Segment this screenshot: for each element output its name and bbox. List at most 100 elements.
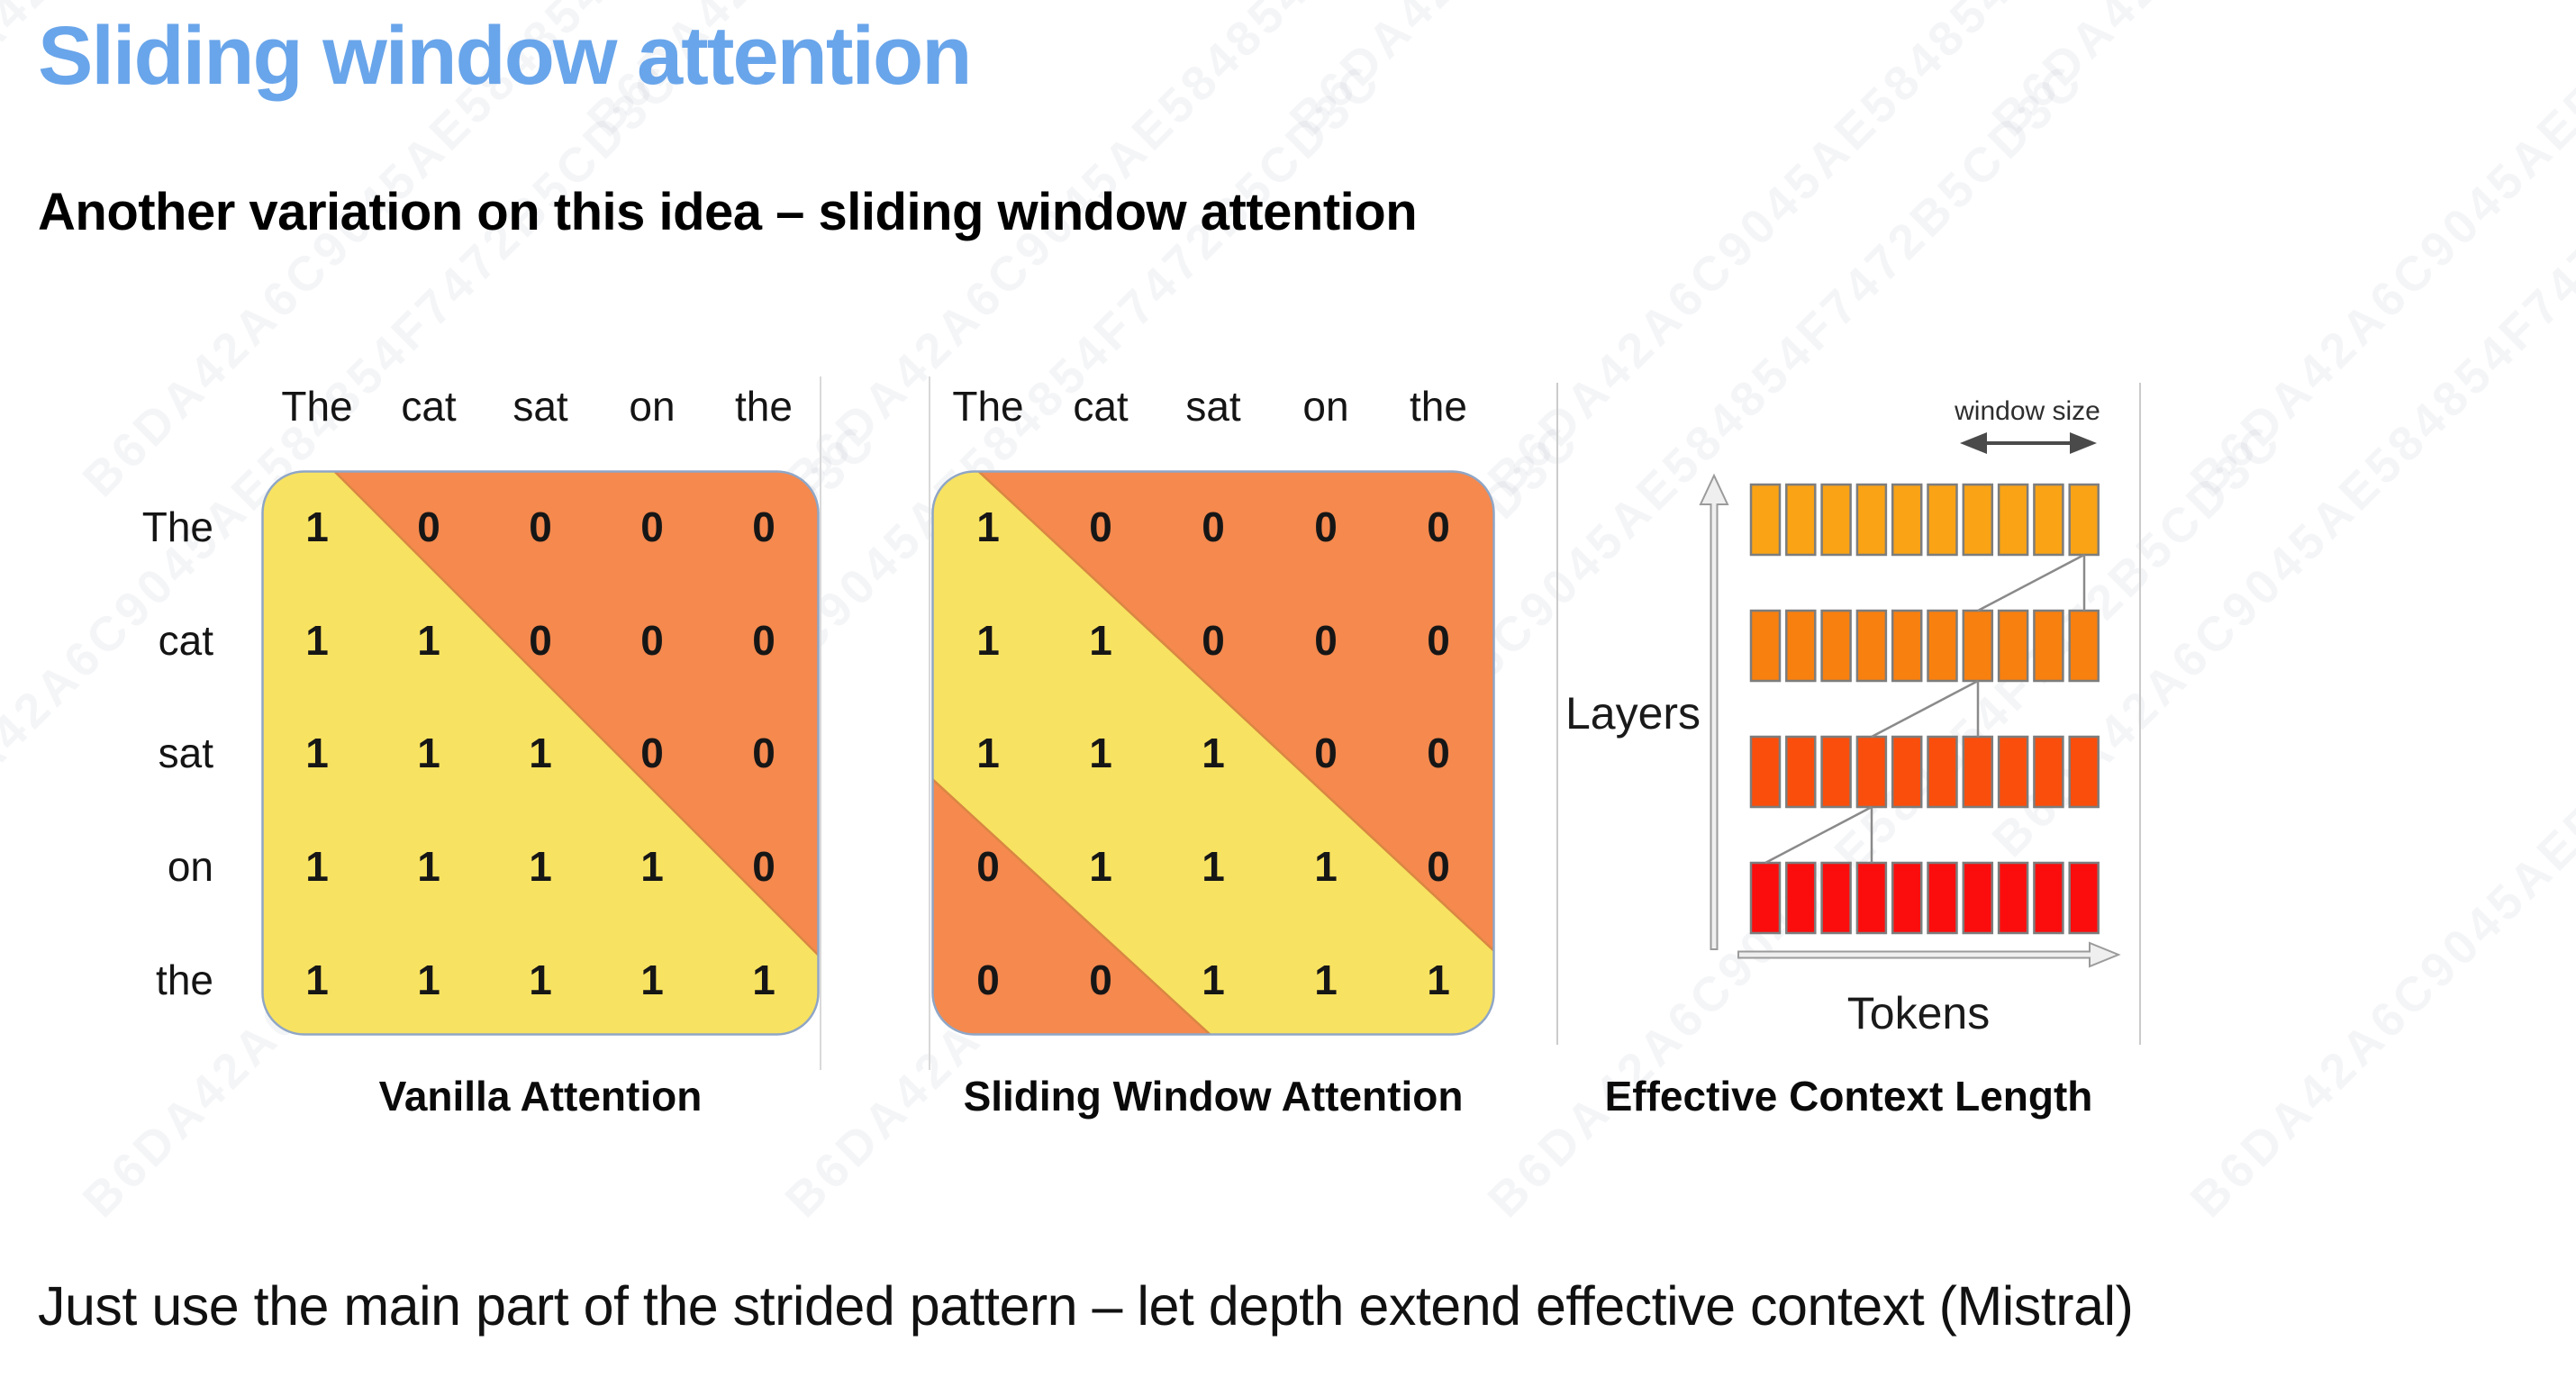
row-label: cat	[158, 617, 213, 664]
token-rect	[1997, 735, 2029, 809]
token-rect	[1820, 483, 1852, 557]
matrix-cell: 0	[640, 503, 664, 550]
matrix-cell: 0	[529, 617, 552, 664]
matrix-cell: 0	[1202, 503, 1225, 550]
watermark-text: B6DA42A6C9045AE584854F7472B5CD3C	[1279, 0, 2095, 148]
token-rect	[1927, 483, 1958, 557]
token-rect	[1997, 483, 2029, 557]
tokens-axis-label: Tokens	[1847, 988, 1990, 1038]
col-header: cat	[401, 383, 457, 430]
matrix-cell: 1	[1314, 956, 1338, 1003]
token-rect	[1997, 609, 2029, 683]
token-rect	[1820, 861, 1852, 935]
matrix-cell: 0	[1427, 617, 1450, 664]
panel-divider-2	[929, 376, 930, 1070]
col-header: The	[952, 383, 1024, 430]
slide-subtitle: Another variation on this idea – sliding…	[38, 183, 1418, 241]
token-rect	[2033, 483, 2064, 557]
matrix-cell: 0	[752, 617, 776, 664]
watermark-text: B6DA42A6C9045AE584854F7472B5CD3C	[1982, 0, 2576, 148]
token-rows	[1749, 483, 2100, 935]
token-rect	[1891, 861, 1923, 935]
col-header: on	[1302, 383, 1349, 430]
col-header: The	[281, 383, 353, 430]
token-rect	[1927, 609, 1958, 683]
matrix-cell: 1	[417, 843, 440, 890]
matrix-cell: 1	[305, 730, 329, 776]
token-rect	[1855, 861, 1888, 935]
matrix-cell: 1	[1314, 843, 1338, 890]
panel-divider-1	[820, 376, 821, 1070]
tokens-axis-arrow	[1737, 941, 2121, 968]
token-rect	[2068, 609, 2100, 683]
watermark-text: B6DA42A6C9045AE584854F7472B5CD3C	[2180, 412, 2576, 1228]
matrix-cell: 1	[976, 503, 1000, 550]
col-header: the	[1410, 383, 1467, 430]
matrix-cell: 0	[752, 503, 776, 550]
matrix-cell: 1	[305, 503, 329, 550]
matrix-cell: 1	[1202, 843, 1225, 890]
matrix-cell: 1	[640, 843, 664, 890]
layers-axis-arrow	[1699, 473, 1729, 950]
matrix-cell: 1	[1202, 730, 1225, 776]
col-header: on	[629, 383, 676, 430]
row-label: the	[156, 956, 213, 1003]
token-rect	[1855, 735, 1888, 809]
matrix-cell: 1	[529, 730, 552, 776]
matrix-cell: 0	[976, 956, 1000, 1003]
token-rect	[2033, 609, 2064, 683]
effective-context-caption: Effective Context Length	[1604, 1073, 2093, 1120]
token-rect	[1749, 609, 1782, 683]
matrix-cell: 0	[1427, 843, 1450, 890]
watermark-text: B6DA42A6C9045AE584854F7472B5CD3C	[2180, 0, 2576, 508]
matrix-cell: 0	[640, 730, 664, 776]
vanilla-caption: Vanilla Attention	[378, 1073, 703, 1120]
col-header: the	[735, 383, 793, 430]
token-rect	[1785, 735, 1817, 809]
row-label: sat	[158, 730, 213, 776]
matrix-cell: 0	[1427, 503, 1450, 550]
matrix-cell: 0	[1314, 503, 1338, 550]
row-label: on	[167, 843, 213, 890]
matrix-cell: 0	[1089, 503, 1112, 550]
matrix-cell: 0	[529, 503, 552, 550]
matrix-cell: 0	[1089, 956, 1112, 1003]
token-rect	[2033, 861, 2064, 935]
token-rect	[2068, 483, 2100, 557]
matrix-cell: 1	[1089, 843, 1112, 890]
matrix-cell: 1	[529, 956, 552, 1003]
token-rect	[1749, 735, 1782, 809]
token-rect	[2068, 735, 2100, 809]
token-rect	[1962, 861, 1994, 935]
matrix-cell: 1	[640, 956, 664, 1003]
token-rect	[1962, 483, 1994, 557]
matrix-cell: 1	[417, 956, 440, 1003]
matrix-cell: 0	[1314, 617, 1338, 664]
matrix-cell: 0	[1202, 617, 1225, 664]
col-header: cat	[1073, 383, 1129, 430]
matrix-cell: 1	[752, 956, 776, 1003]
matrix-cell: 1	[529, 843, 552, 890]
token-rect	[1749, 861, 1782, 935]
receptive-field-connectors	[1764, 553, 2086, 865]
token-rect	[2033, 735, 2064, 809]
vanilla-matrix-border	[261, 470, 820, 1036]
layers-axis-label: Layers	[1565, 688, 1701, 739]
matrix-cell: 1	[305, 956, 329, 1003]
matrix-cell: 0	[752, 730, 776, 776]
token-rect	[2068, 861, 2100, 935]
token-rect	[1997, 861, 2029, 935]
vanilla-diagonal-boundary	[332, 471, 819, 957]
col-header: sat	[512, 383, 568, 430]
matrix-cell: 1	[1089, 730, 1112, 776]
token-rect	[1962, 735, 1994, 809]
window-size-label: window size	[1954, 396, 2100, 426]
takeaway-text: Just use the main part of the strided pa…	[38, 1275, 2134, 1337]
window-size-arrow	[1960, 432, 2097, 454]
matrix-cell: 1	[305, 843, 329, 890]
